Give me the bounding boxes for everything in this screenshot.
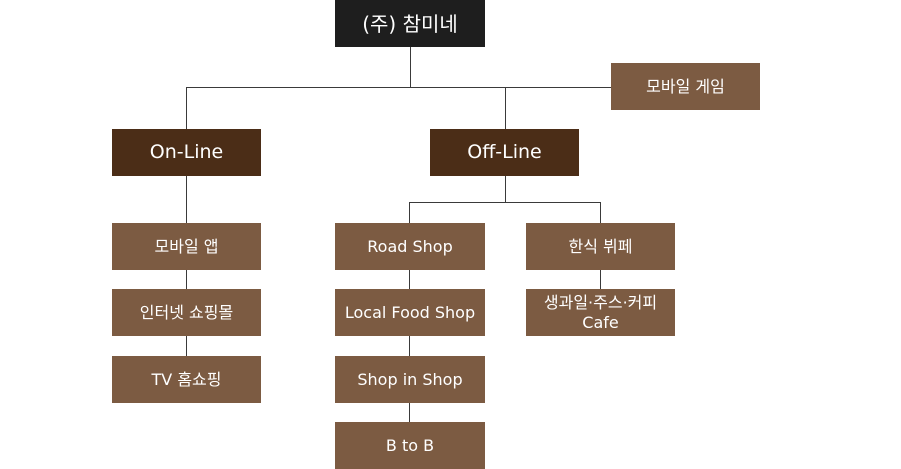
- offline-item-korean-buffet: 한식 뷔페: [526, 223, 675, 270]
- online-item-label: 인터넷 쇼핑몰: [139, 302, 234, 322]
- offline-item-label: Road Shop: [367, 236, 453, 256]
- offline-node: Off-Line: [430, 129, 579, 176]
- offline-item-b-to-b: B to B: [335, 422, 485, 469]
- offline-item-label: B to B: [385, 435, 435, 455]
- root-label: (주) 참미네: [362, 11, 458, 36]
- online-item-label: 모바일 앱: [154, 236, 219, 256]
- offline-label: Off-Line: [467, 141, 542, 164]
- connector-to-offline: [505, 87, 506, 129]
- mobile-game-node: 모바일 게임: [611, 63, 760, 110]
- offline-item-local-food-shop: Local Food Shop: [335, 289, 485, 336]
- online-item-label: TV 홈쇼핑: [151, 369, 222, 389]
- offline-item-shop-in-shop: Shop in Shop: [335, 356, 485, 403]
- connector-to-online: [186, 87, 187, 129]
- online-label: On-Line: [149, 141, 224, 164]
- offline-item-juice-cafe: 생과일·주스·커피 Cafe: [526, 289, 675, 336]
- connector-top-bar: [186, 87, 611, 88]
- cafe-label-line1: 생과일·주스·커피: [543, 293, 658, 313]
- online-item-internet-mall: 인터넷 쇼핑몰: [112, 289, 261, 336]
- online-node: On-Line: [112, 129, 261, 176]
- cafe-label-line2: Cafe: [582, 312, 619, 332]
- buffet-label: 한식 뷔페: [568, 236, 633, 256]
- offline-item-label: Local Food Shop: [344, 302, 476, 322]
- root-node: (주) 참미네: [335, 0, 485, 47]
- online-item-mobile-app: 모바일 앱: [112, 223, 261, 270]
- offline-item-label: Shop in Shop: [357, 369, 463, 389]
- connector-offline-bar: [409, 202, 601, 203]
- offline-item-road-shop: Road Shop: [335, 223, 485, 270]
- online-item-tv-homeshopping: TV 홈쇼핑: [112, 356, 261, 403]
- connector-root-down: [410, 47, 411, 87]
- mobile-game-label: 모바일 게임: [646, 76, 725, 96]
- connector-offline-down: [505, 176, 506, 202]
